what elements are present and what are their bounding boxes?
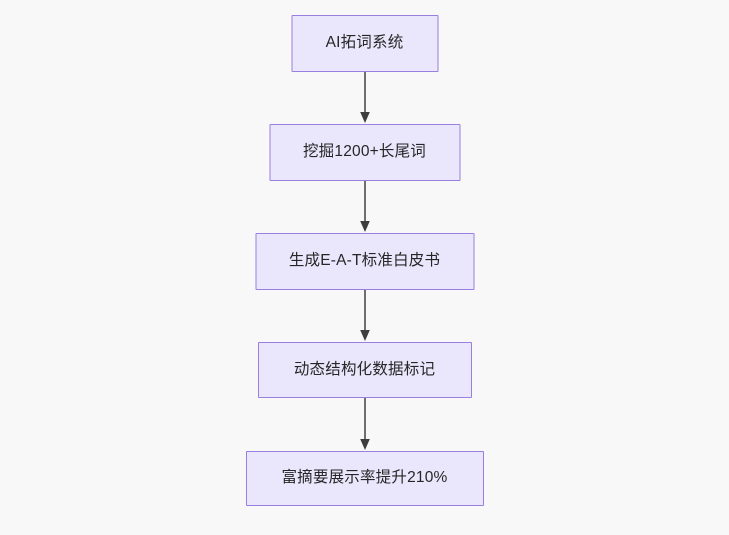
flowchart-edge-4: [356, 398, 374, 451]
flowchart-node-5[interactable]: 富摘要展示率提升210%: [245, 451, 484, 506]
flowchart-edge-1: [356, 72, 374, 124]
arrowhead-down-icon: [359, 439, 370, 450]
flowchart-node-1-label: AI拓词系统: [325, 34, 404, 52]
flowchart-edge-3: [356, 290, 374, 342]
flowchart-node-2[interactable]: 挖掘1200+长尾词: [269, 124, 460, 181]
flowchart-node-3-label: 生成E-A-T标准白皮书: [288, 252, 441, 270]
flowchart-node-4-label: 动态结构化数据标记: [293, 360, 436, 378]
flowchart-node-1[interactable]: AI拓词系统: [291, 15, 438, 72]
flowchart-node-4[interactable]: 动态结构化数据标记: [257, 342, 472, 398]
arrowhead-down-icon: [359, 330, 370, 341]
flowchart-node-3[interactable]: 生成E-A-T标准白皮书: [255, 233, 474, 290]
flowchart-node-5-label: 富摘要展示率提升210%: [281, 469, 448, 487]
flowchart-node-2-label: 挖掘1200+长尾词: [302, 143, 427, 161]
arrowhead-down-icon: [359, 112, 370, 123]
flowchart-edge-2: [356, 181, 374, 233]
arrowhead-down-icon: [359, 221, 370, 232]
